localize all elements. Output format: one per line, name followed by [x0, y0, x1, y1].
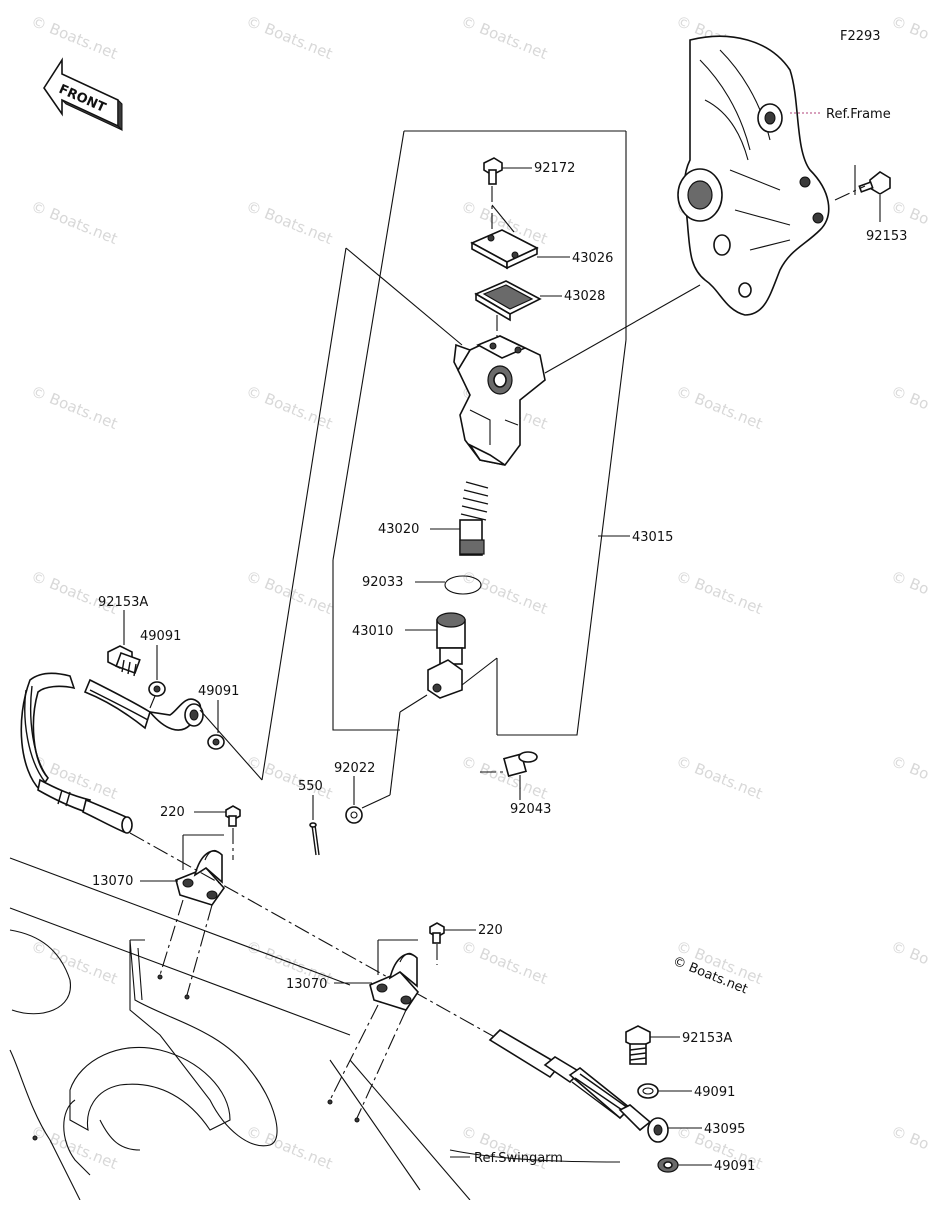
washer-49091-a-icon: [148, 681, 166, 697]
label-43015: 43015: [632, 530, 673, 545]
label-43026: 43026: [572, 251, 613, 266]
diaphragm-43028-icon: [474, 280, 542, 322]
watermark-text: © Boats.net: [29, 1122, 121, 1173]
pin-92043-icon: [502, 751, 538, 778]
watermark-text: © Boats.net: [29, 382, 121, 433]
watermark-text: © Boats.net: [674, 752, 766, 803]
clamp-13070-b-icon: [369, 952, 420, 1011]
ref-frame-label: Ref.Frame: [826, 107, 891, 122]
watermark-text: © Boats.net: [674, 382, 766, 433]
master-cylinder-body-icon: [453, 335, 546, 466]
washer-49091-d-icon: [657, 1157, 679, 1173]
label-49091-b: 49091: [198, 684, 239, 699]
screw-92172-icon: [483, 157, 503, 185]
spring-43020-icon: [459, 481, 489, 556]
clamp-13070-a-icon: [175, 849, 226, 906]
label-92022: 92022: [334, 761, 375, 776]
watermark-text: © Boats.net: [29, 567, 121, 618]
label-92153A-right: 92153A: [682, 1031, 732, 1046]
watermark-text: © Boats.net: [889, 1122, 928, 1173]
ref-swingarm-label: Ref.Swingarm: [474, 1151, 563, 1166]
banjo-bolt-92153A-left-icon: [107, 645, 141, 677]
label-92172: 92172: [534, 161, 575, 176]
watermark-text: © Boats.net: [459, 937, 551, 988]
label-49091-a: 49091: [140, 629, 181, 644]
banjo-bolt-92153A-right-icon: [625, 1025, 651, 1065]
watermark-text: © Boats.net: [889, 752, 928, 803]
watermark-text: © Boats.net: [889, 937, 928, 988]
label-220-b: 220: [478, 923, 503, 938]
bolt-220-b-icon: [429, 922, 445, 944]
label-43020: 43020: [378, 522, 419, 537]
label-13070-b: 13070: [286, 977, 327, 992]
label-550: 550: [298, 779, 323, 794]
watermark-text: © Boats.net: [244, 752, 336, 803]
bolt-220-a-icon: [225, 805, 241, 827]
label-43095: 43095: [704, 1122, 745, 1137]
label-92153A-left: 92153A: [98, 595, 148, 610]
label-92153-top: 92153: [866, 229, 907, 244]
label-92043: 92043: [510, 802, 551, 817]
piston-43010-icon: [427, 612, 466, 699]
label-43028: 43028: [564, 289, 605, 304]
watermark-text: © Boats.net: [244, 12, 336, 63]
diagram-code: F2293: [840, 29, 881, 44]
swingarm-icon: [9, 857, 621, 1201]
assembly-bracket-43015: [332, 130, 627, 736]
watermark-text: © Boats.net: [889, 382, 928, 433]
brake-hose-right-icon: [488, 1028, 669, 1143]
label-13070-a: 13070: [92, 874, 133, 889]
watermark-text: © Boats.net: [889, 12, 928, 63]
watermark-text: © Boats.net: [459, 12, 551, 63]
circlip-92033-icon: [444, 575, 482, 595]
watermark-text: © Boats.net: [244, 197, 336, 248]
watermark-text: © Boats.net: [889, 567, 928, 618]
label-49091-c: 49091: [694, 1085, 735, 1100]
frame-icon: [677, 35, 830, 316]
reservoir-cap-43026-icon: [470, 229, 539, 270]
label-49091-d: 49091: [714, 1159, 755, 1174]
front-arrow-icon: FRONT: [43, 57, 123, 132]
watermark-text: © Boats.net: [244, 382, 336, 433]
washer-49091-b-icon: [207, 734, 225, 750]
watermark-text: © Boats.net: [674, 567, 766, 618]
washer-92022-icon: [345, 806, 363, 824]
cotter-pin-550-icon: [309, 822, 320, 856]
label-92033: 92033: [362, 575, 403, 590]
brake-hose-left-icon: [20, 672, 204, 834]
watermark-text: © Boats.net: [244, 1122, 336, 1173]
watermark-text: © Boats.net: [29, 197, 121, 248]
washer-49091-c-icon: [637, 1083, 659, 1099]
label-220-a: 220: [160, 805, 185, 820]
watermark-text: © Boats.net: [29, 12, 121, 63]
label-43010: 43010: [352, 624, 393, 639]
bolt-92153-icon: [858, 171, 891, 195]
watermark-text: © Boats.net: [244, 567, 336, 618]
watermark-text: © Boats.net: [29, 937, 121, 988]
